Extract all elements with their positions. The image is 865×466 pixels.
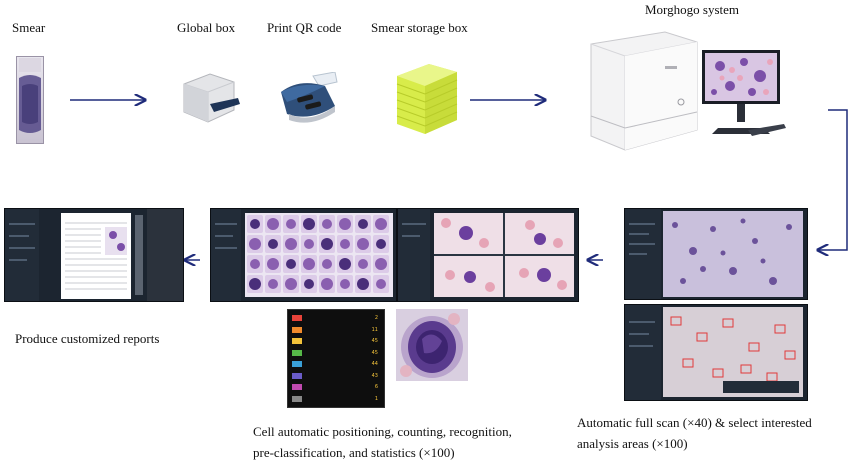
stats-swatch xyxy=(292,315,302,321)
gallery-cell xyxy=(286,219,296,229)
stats-value: 1 xyxy=(374,395,378,402)
caption-scan: Automatic full scan (×40) & select inter… xyxy=(577,415,812,451)
label-storage-box: Smear storage box xyxy=(371,20,468,35)
gallery-cell xyxy=(303,258,315,270)
stats-panel: 2 11 45 45 44 43 6 1 xyxy=(287,309,385,408)
stats-row: 43 xyxy=(292,372,380,381)
stats-row: 1 xyxy=(292,395,380,404)
stats-swatch xyxy=(292,361,302,367)
gallery-cell xyxy=(376,239,386,249)
gallery-cell xyxy=(322,259,332,269)
stats-value: 2 xyxy=(374,315,378,321)
stats-value: 45 xyxy=(371,338,378,344)
gallery-cell xyxy=(339,258,351,270)
stats-swatch xyxy=(292,372,302,379)
stats-row: 11 xyxy=(292,326,380,335)
gallery-cell xyxy=(304,279,314,289)
gallery-cell xyxy=(268,239,278,249)
gallery-cell xyxy=(358,219,368,229)
gallery-cell xyxy=(285,238,297,250)
stats-value: 44 xyxy=(371,361,378,367)
scan-screen-bottom xyxy=(624,304,808,401)
gallery-cell xyxy=(340,279,350,289)
stats-swatch xyxy=(292,349,302,356)
gallery-cell xyxy=(357,278,369,290)
stats-row: 45 xyxy=(292,349,380,358)
gallery-cell xyxy=(250,259,260,269)
gallery-cell xyxy=(321,278,333,290)
gallery-cell xyxy=(250,219,260,229)
stats-value: 6 xyxy=(374,384,378,390)
gallery-cell xyxy=(267,218,279,230)
label-global-box: Global box xyxy=(177,20,236,35)
gallery-cell xyxy=(304,239,314,249)
caption-report: Produce customized reports xyxy=(15,331,160,346)
gallery-cell xyxy=(357,238,369,250)
gallery-cell xyxy=(339,218,351,230)
slide-icon xyxy=(16,56,44,144)
gallery-cell xyxy=(249,238,261,250)
storage-box-icon xyxy=(396,64,458,134)
stats-row: 44 xyxy=(292,360,380,369)
scan-screen-top xyxy=(624,208,808,300)
arrow-system-to-scan xyxy=(818,109,848,250)
gallery-cell xyxy=(358,259,368,269)
stats-value: 11 xyxy=(371,326,378,333)
monitor-icon xyxy=(702,50,786,136)
stats-value: 43 xyxy=(371,372,378,379)
stats-row: 2 xyxy=(292,314,380,323)
stats-swatch xyxy=(292,326,302,333)
label-print-qr: Print QR code xyxy=(267,20,342,35)
gallery-cell xyxy=(285,278,297,290)
stats-swatch xyxy=(292,384,302,390)
system-analyzer-icon xyxy=(590,31,698,151)
gallery-cell xyxy=(340,239,350,249)
stats-row: 45 xyxy=(292,337,380,346)
stats-value: 45 xyxy=(371,349,378,356)
global-box-icon xyxy=(183,73,240,123)
gallery-cell xyxy=(267,258,279,270)
label-system: Morghogo system xyxy=(645,2,740,17)
gallery-cell xyxy=(375,258,387,270)
label-smear: Smear xyxy=(12,20,46,35)
gallery-cell xyxy=(303,218,315,230)
stats-swatch xyxy=(292,338,302,344)
qr-printer-icon xyxy=(281,72,338,123)
gallery-cell xyxy=(321,238,333,250)
cell-closeup-icon xyxy=(396,309,468,381)
gallery-cell xyxy=(286,259,296,269)
cell-gallery-screen xyxy=(210,208,397,302)
gallery-cell xyxy=(322,219,332,229)
caption-cell: Cell automatic positioning, counting, re… xyxy=(253,424,512,460)
gallery-cell xyxy=(376,279,386,289)
stats-row: 6 xyxy=(292,383,380,392)
report-screen xyxy=(4,208,184,302)
cell-detail-screen xyxy=(397,208,579,302)
gallery-cell xyxy=(249,278,261,290)
gallery-cell xyxy=(375,218,387,230)
gallery-cell xyxy=(268,279,278,289)
stats-swatch xyxy=(292,395,302,402)
